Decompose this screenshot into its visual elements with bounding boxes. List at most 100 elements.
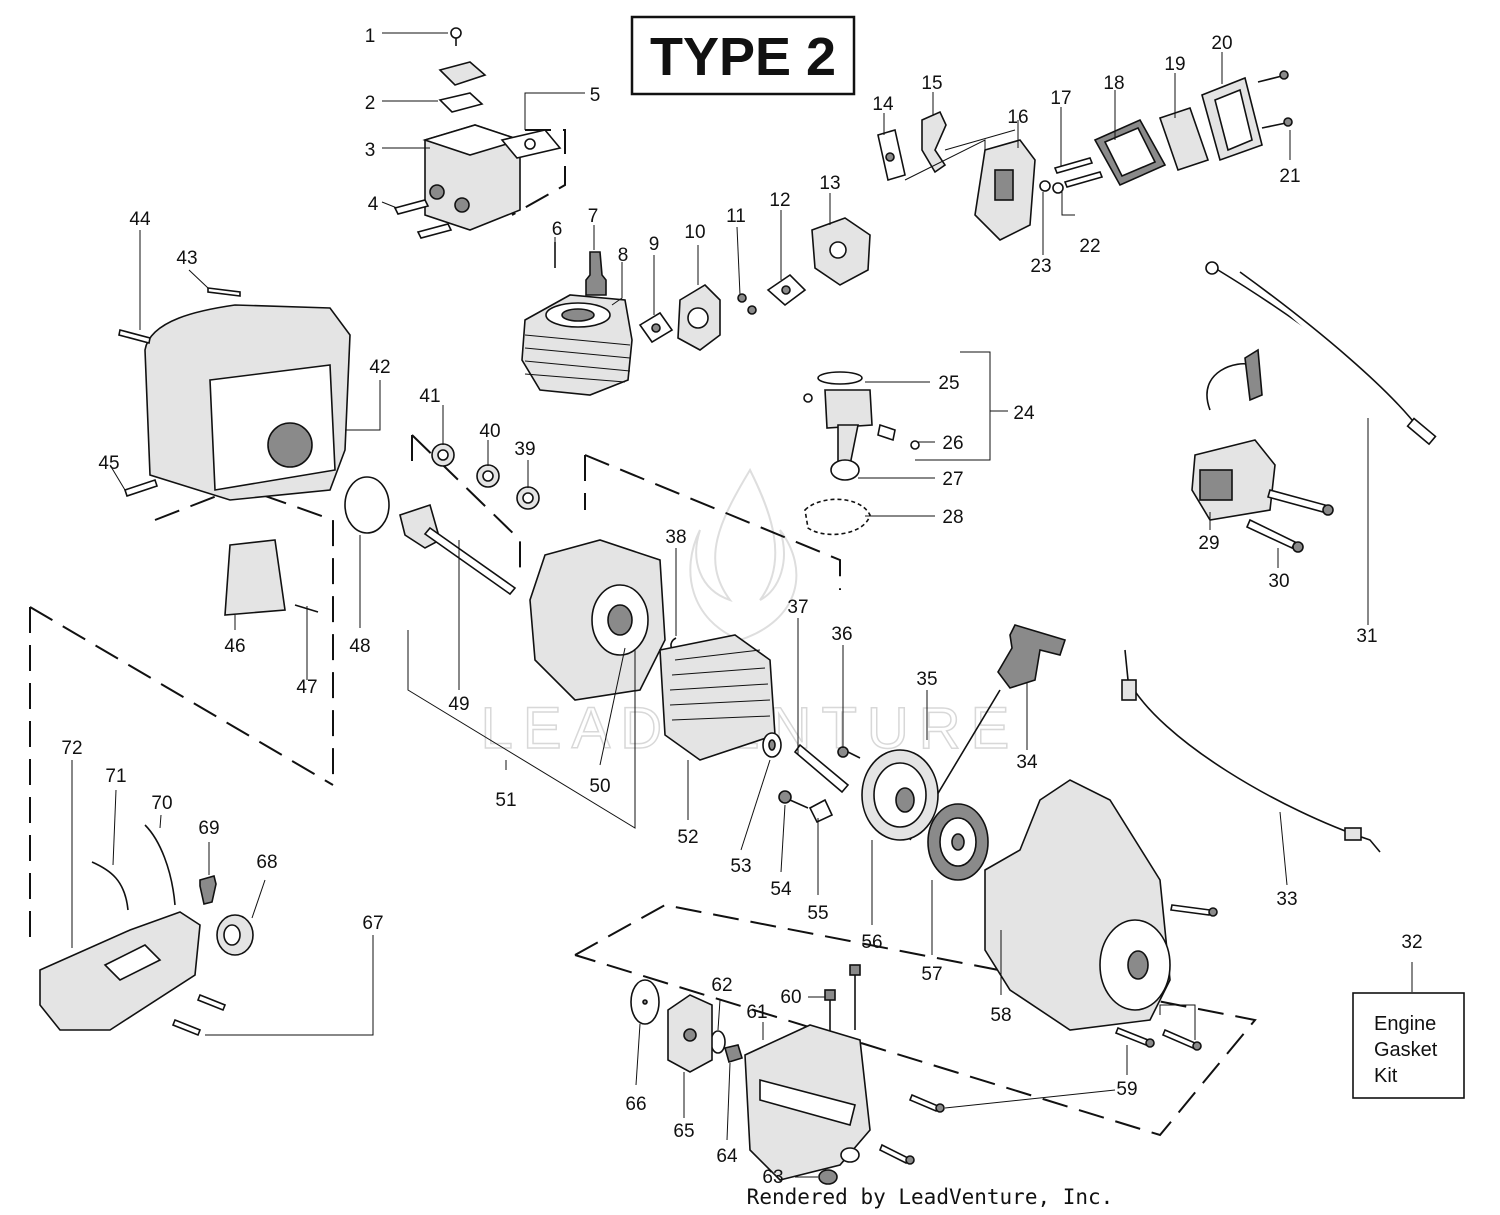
part-spark-plug-7 [554,242,607,296]
label-27: 27 [942,469,963,490]
part-cable-33 [1121,649,1381,853]
label-8: 8 [618,245,629,266]
label-36: 36 [831,624,852,645]
label-32: 32 [1401,932,1422,953]
part-fan-housing-61 [744,1024,871,1181]
label-56: 56 [861,932,882,953]
label-18: 18 [1103,73,1124,94]
label-49: 49 [448,694,469,715]
label-38: 38 [665,527,686,548]
label-63: 63 [762,1167,783,1188]
label-69: 69 [198,818,219,839]
label-20: 20 [1211,33,1232,54]
part-crankshaft-49 [399,503,517,596]
part-disc-66 [630,979,660,1025]
part-spring-57 [927,803,989,881]
label-46: 46 [224,636,245,657]
label-26: 26 [942,433,963,454]
label-29: 29 [1198,533,1219,554]
part-gasket-5 [500,129,562,159]
part-labels: 1 2 3 4 5 6 7 8 9 10 11 12 13 14 15 16 1… [61,26,1377,1188]
label-65: 65 [673,1121,694,1142]
part-fuel-tank-72 [39,911,201,1031]
assembly-boundaries [29,129,1257,1137]
part-nut-64 [723,1044,743,1064]
part-washer-62 [710,1030,726,1054]
label-66: 66 [625,1094,646,1115]
label-48: 48 [349,636,370,657]
part-wire-31 [1205,261,1437,446]
part-gasket-14 [877,128,906,182]
part-gasket-12 [766,273,807,307]
label-24: 24 [1013,403,1035,424]
label-68: 68 [256,852,277,873]
label-31: 31 [1356,626,1377,647]
label-25: 25 [938,373,959,394]
part-gasket-9 [638,311,674,344]
label-30: 30 [1268,571,1289,592]
label-3: 3 [365,140,376,161]
label-14: 14 [872,94,894,115]
part-screws-30 [1245,489,1334,553]
label-41: 41 [419,386,440,407]
label-72: 72 [61,738,82,759]
part-cover-20 [1201,76,1263,162]
part-washer-53 [762,732,782,758]
label-43: 43 [176,248,197,269]
part-nut-63 [818,1147,860,1185]
kit-line-1: Engine [1374,1013,1436,1035]
kit-line-2: Gasket [1374,1039,1438,1061]
label-59: 59 [1116,1079,1137,1100]
label-42: 42 [369,357,390,378]
part-filter-frame-18 [1093,118,1167,187]
label-34: 34 [1016,752,1038,773]
label-9: 9 [649,234,660,255]
label-7: 7 [588,206,599,227]
part-piston-24 [803,371,920,481]
part-lever-15 [921,110,947,174]
label-47: 47 [296,677,317,698]
label-33: 33 [1276,889,1297,910]
label-2: 2 [365,93,376,114]
label-51: 51 [495,790,516,811]
label-15: 15 [921,73,942,94]
part-bolts-4 [393,199,453,239]
label-1: 1 [365,26,376,47]
label-19: 19 [1164,54,1185,75]
part-ignition-coil-29 [1191,348,1276,521]
label-45: 45 [98,453,119,474]
title-box: TYPE 2 [630,15,856,96]
part-intake-10 [677,283,721,351]
part-bracket-46 [224,539,286,616]
footer-credit: Rendered by LeadVenture, Inc. [747,1185,1114,1209]
part-screw-1 [450,27,462,46]
label-17: 17 [1050,88,1071,109]
part-fuel-lines-70-71 [91,824,176,911]
part-cylinder-8 [521,294,633,396]
label-53: 53 [730,856,751,877]
label-37: 37 [787,597,808,618]
label-55: 55 [807,903,828,924]
label-11: 11 [726,206,746,227]
part-screws-59 [878,904,1218,1165]
part-screws-17-22 [1039,157,1104,194]
leader-lines [71,32,1413,1178]
part-gasket-28 [804,498,871,536]
part-plates-2 [438,61,487,113]
part-bearings-39-41 [431,443,540,510]
label-16: 16 [1007,107,1028,128]
label-50: 50 [589,776,610,797]
label-62: 62 [711,975,732,996]
part-flywheel-52 [659,634,776,761]
label-70: 70 [151,793,172,814]
part-crankcase-50 [529,539,666,701]
label-5: 5 [590,85,601,106]
kit-line-3: Kit [1374,1065,1398,1087]
part-screws-20-21 [1257,70,1293,129]
label-54: 54 [770,879,792,900]
label-40: 40 [479,421,500,442]
part-air-box-16 [974,139,1036,241]
label-44: 44 [129,209,151,230]
label-39: 39 [514,439,535,460]
